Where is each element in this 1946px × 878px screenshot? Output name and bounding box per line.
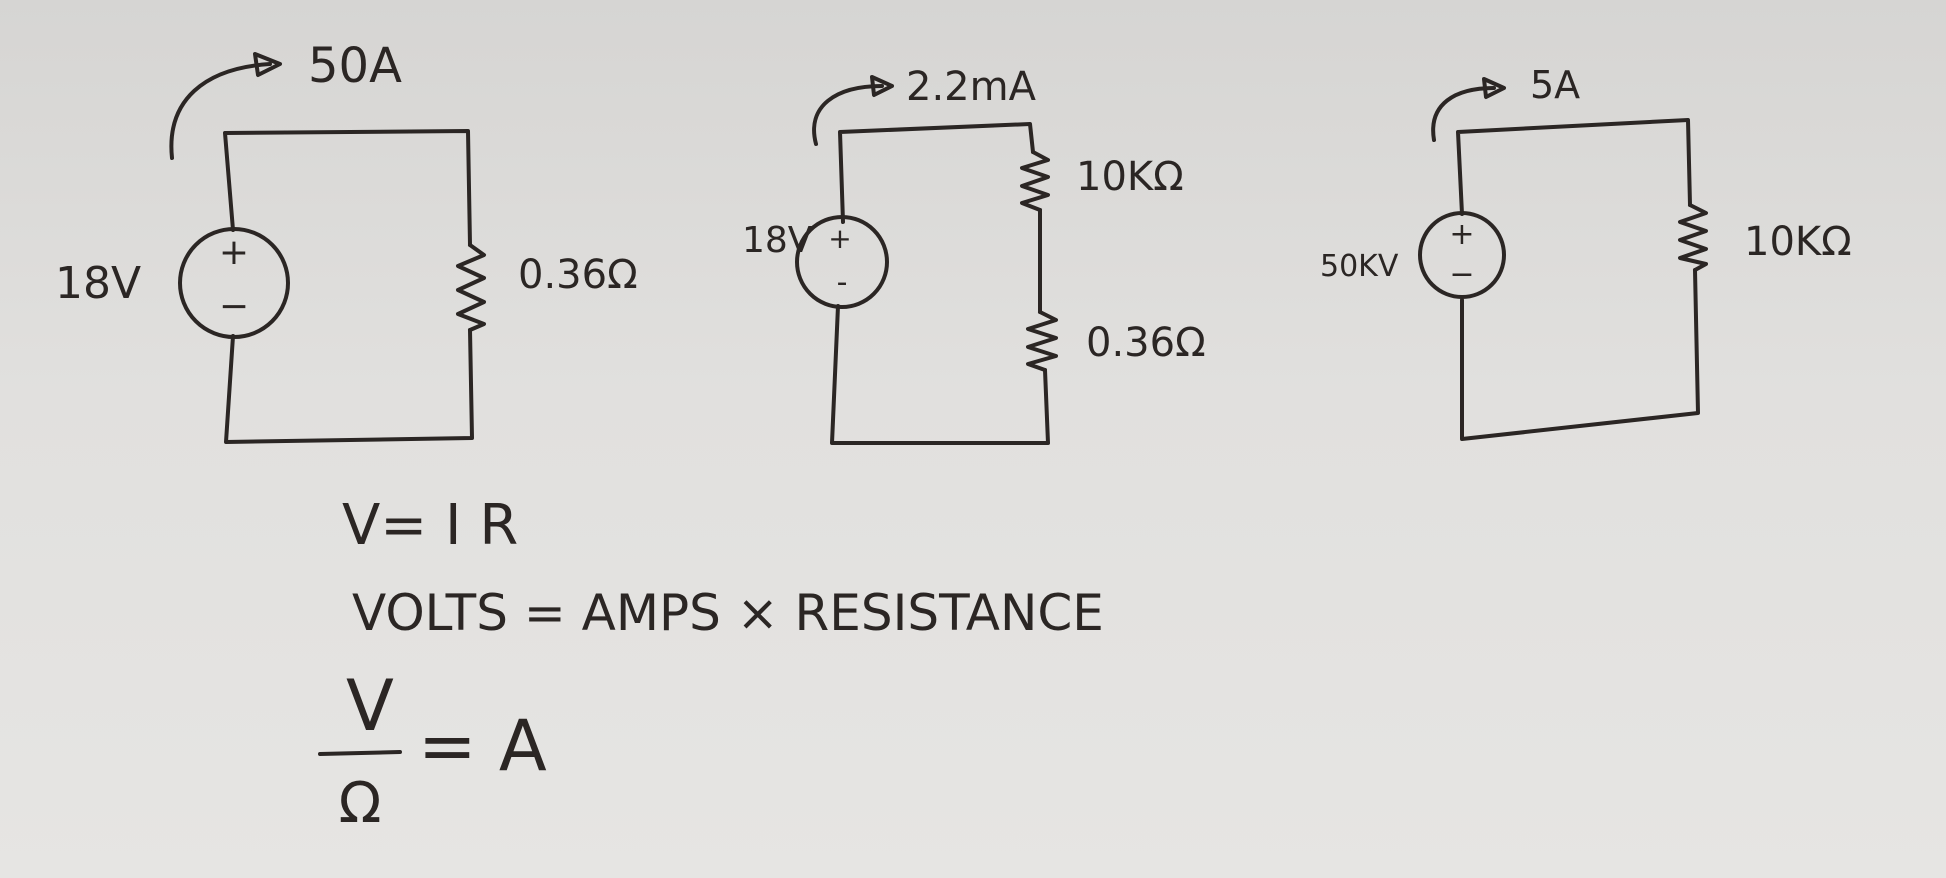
fraction-bar [318,750,402,756]
resistor-1 [1020,150,1050,212]
ohms-law-in-words: VOLTS = AMPS × RESISTANCE [352,584,1104,642]
resistor-label: 0.36Ω [518,252,638,298]
source-minus: − [1449,257,1474,292]
voltage-source: + - [795,215,889,309]
source-voltage-label: 18V [742,220,813,261]
resistor [456,243,486,332]
circuit-3: 5A + − 50KV 10KΩ [1320,63,1852,441]
ohms-law-formula: V= I R [342,493,518,558]
resistor-2 [1026,310,1058,372]
source-plus: + [1449,217,1474,252]
source-voltage-label: 18V [55,258,141,309]
wire-loop [1456,118,1700,441]
source-minus: - [837,265,848,300]
wire-loop [830,122,1050,445]
current-arrow [812,75,894,146]
source-voltage-label: 50KV [1320,249,1399,284]
current-arrow [1431,77,1506,142]
resistor-label: 10KΩ [1744,219,1852,265]
voltage-source: + − [1418,211,1506,299]
formulas: V= I R VOLTS = AMPS × RESISTANCE V Ω = A [318,493,1104,836]
wire-loop [223,129,474,444]
current-label: 50A [308,38,402,94]
fraction-denominator: Ω [339,771,382,836]
source-plus: + [219,232,249,273]
resistor-1-label: 10KΩ [1076,154,1184,200]
circuit-2: 2.2mA + - 18V 10KΩ 0.36Ω [742,64,1206,445]
source-plus: + [828,222,851,255]
fraction-numerator: V [346,665,394,747]
source-minus: − [219,286,249,327]
voltage-source: + − [178,227,290,339]
resistor-2-label: 0.36Ω [1086,320,1206,366]
fraction-result: = A [418,705,547,787]
current-label: 2.2mA [906,64,1037,110]
current-label: 5A [1530,63,1580,107]
resistor [1678,203,1708,272]
circuit-1: 50A + − 18V 0.36Ω [55,38,638,444]
current-arrow [169,52,282,160]
current-fraction: V Ω = A [318,665,547,836]
